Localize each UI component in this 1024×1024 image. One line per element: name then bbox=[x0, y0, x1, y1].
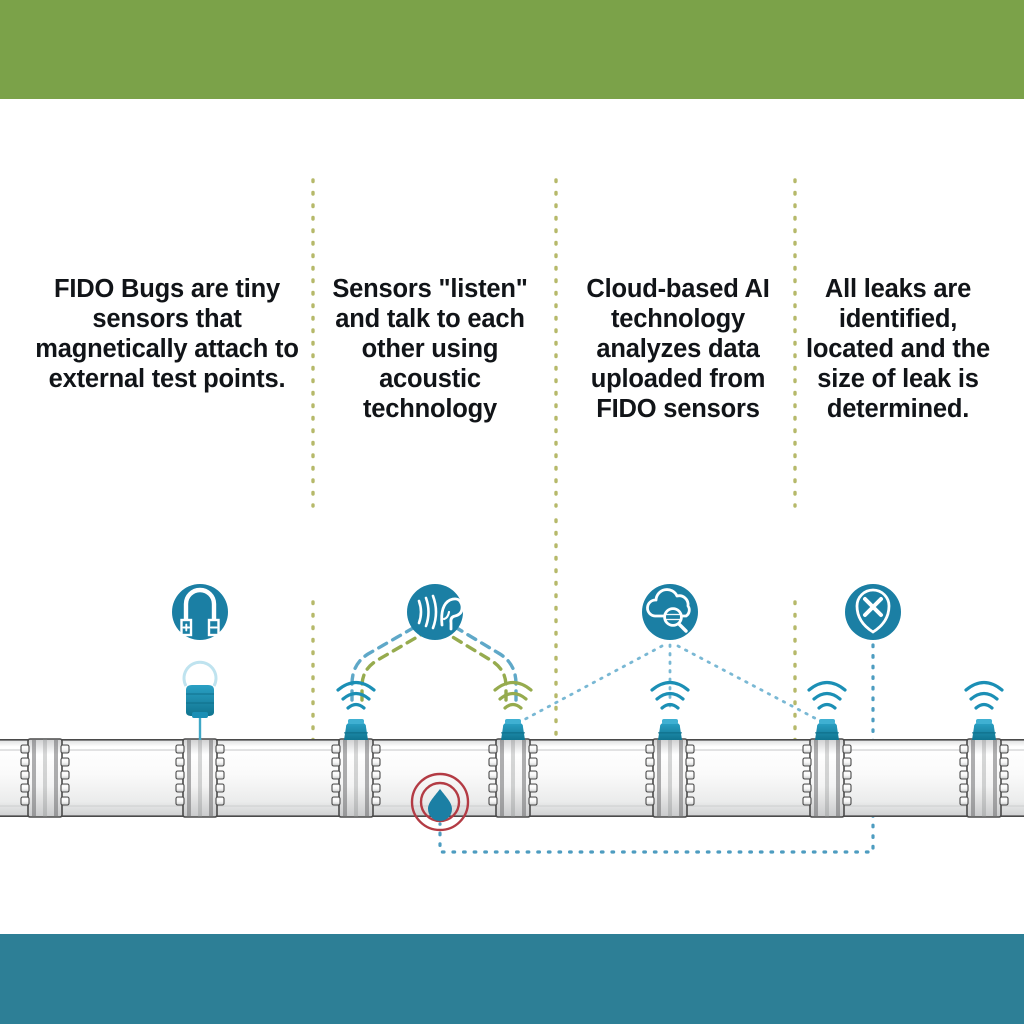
step-2-caption: Sensors "listen" and talk to each other … bbox=[332, 275, 528, 424]
magnet-icon[interactable] bbox=[172, 584, 228, 640]
ear-listening-icon[interactable] bbox=[407, 584, 464, 640]
green-header-band bbox=[0, 0, 1024, 99]
cloud-upload-dotted-link bbox=[514, 643, 828, 726]
water-drop-icon bbox=[428, 789, 452, 821]
step-divider-dotted-line bbox=[311, 178, 797, 762]
step-4-caption: All leaks are identified, located and th… bbox=[805, 275, 991, 424]
fido-bug-with-magnet bbox=[182, 660, 218, 740]
fido-bug-sensor bbox=[344, 719, 996, 740]
step-3-caption: Cloud-based AI technology analyzes data … bbox=[586, 275, 770, 424]
teal-footer-band bbox=[0, 934, 1024, 1024]
leak-location-trace bbox=[438, 643, 875, 854]
cloud-search-icon[interactable] bbox=[642, 584, 698, 640]
leak-indicator bbox=[410, 772, 470, 832]
step-1-caption: FIDO Bugs are tiny sensors that magnetic… bbox=[35, 275, 299, 394]
leak-pinpoint-x-icon[interactable] bbox=[845, 584, 901, 640]
